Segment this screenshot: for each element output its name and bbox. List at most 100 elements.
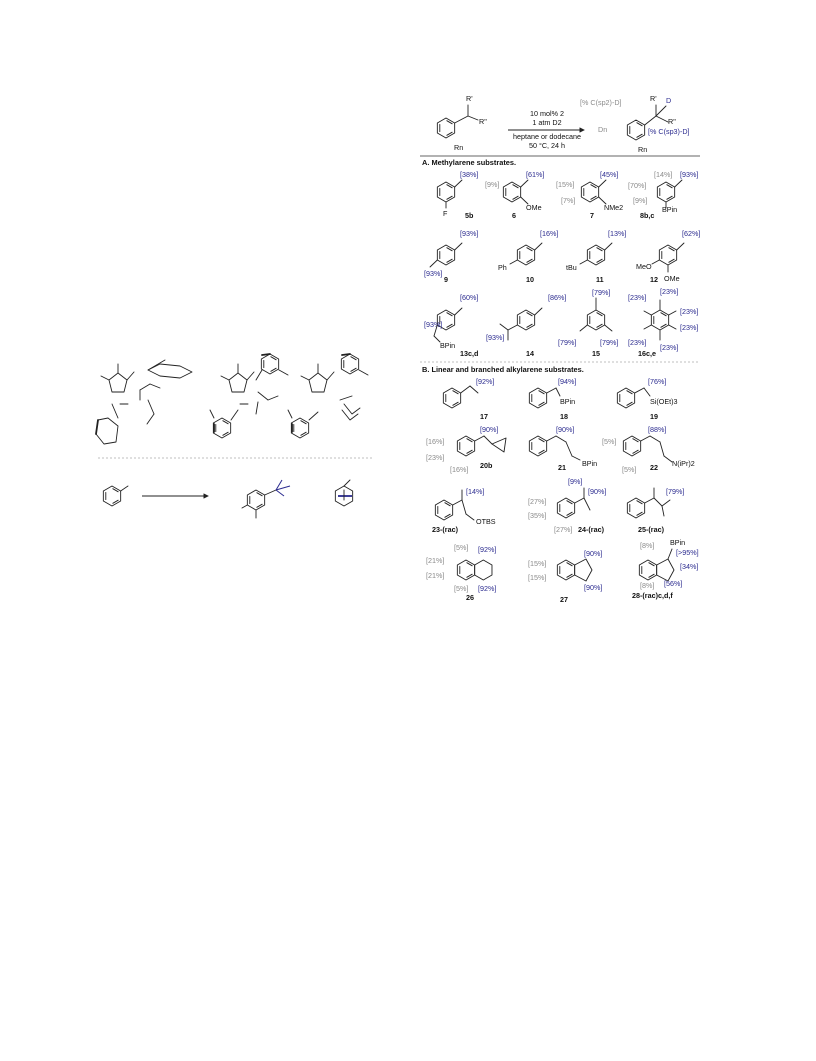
compound-13: [60%] [93%] BPin 13c,d xyxy=(424,293,478,358)
reaction-scheme: R' R" Rn 10 mol% 2 1 atm D2 heptane or d… xyxy=(436,94,690,154)
svg-text:OMe: OMe xyxy=(664,274,680,283)
svg-text:[23%]: [23%] xyxy=(426,453,444,462)
svg-text:27: 27 xyxy=(560,595,568,604)
svg-text:[23%]: [23%] xyxy=(660,343,678,352)
svg-text:[90%]: [90%] xyxy=(480,425,498,434)
condition-gas: 1 atm D2 xyxy=(532,118,561,127)
compound-18: [94%] BPin 18 xyxy=(528,377,576,421)
svg-text:[61%]: [61%] xyxy=(526,170,544,179)
svg-text:[90%]: [90%] xyxy=(556,425,574,434)
compound-11: [13%] tBu 11 xyxy=(566,229,626,284)
section-a-title: A. Methylarene substrates. xyxy=(422,158,516,167)
svg-text:[14%]: [14%] xyxy=(466,487,484,496)
compound-5: [38%] F 5b xyxy=(436,170,478,220)
svg-text:[93%]: [93%] xyxy=(424,269,442,278)
svg-text:[5%]: [5%] xyxy=(454,584,468,593)
svg-text:[79%]: [79%] xyxy=(666,487,684,496)
svg-text:[79%]: [79%] xyxy=(600,338,618,347)
catalyst-structure-1 xyxy=(95,359,193,445)
svg-text:[76%]: [76%] xyxy=(648,377,666,386)
compound-19: [76%] Si(OEt)3 19 xyxy=(616,377,678,421)
svg-text:NMe2: NMe2 xyxy=(604,203,623,212)
svg-text:MeO: MeO xyxy=(636,262,652,271)
svg-text:[92%]: [92%] xyxy=(476,377,494,386)
svg-text:[5%]: [5%] xyxy=(454,543,468,552)
compound-23: [14%] OTBS 23-(rac) xyxy=(432,487,496,534)
svg-text:[62%]: [62%] xyxy=(682,229,700,238)
svg-text:8b,c: 8b,c xyxy=(640,211,654,220)
svg-text:[35%]: [35%] xyxy=(528,511,546,520)
svg-text:[>95%]: [>95%] xyxy=(676,548,699,557)
condition-solvent: heptane or dodecane xyxy=(513,132,581,141)
product-structure: [% C(sp2)-D] R' D R" [% C(sp3)-D] Dn Rn xyxy=(580,94,690,154)
svg-text:17: 17 xyxy=(480,412,488,421)
compound-8: [14%] [93%] [70%] [9%] BPin 8b,c xyxy=(628,170,698,220)
compound-17: [92%] 17 xyxy=(442,377,494,421)
product-rn: Rn xyxy=(638,145,647,154)
svg-text:[90%]: [90%] xyxy=(584,549,602,558)
svg-text:BPin: BPin xyxy=(670,538,685,547)
svg-text:[88%]: [88%] xyxy=(648,425,666,434)
svg-text:[7%]: [7%] xyxy=(561,196,575,205)
svg-text:[93%]: [93%] xyxy=(680,170,698,179)
svg-text:[94%]: [94%] xyxy=(558,377,576,386)
svg-text:[5%]: [5%] xyxy=(602,437,616,446)
svg-text:24-(rac): 24-(rac) xyxy=(578,525,605,534)
compound-6: [61%] [9%] OMe 6 xyxy=(485,170,544,220)
compound-28: [8%] BPin [>95%] [34%] [8%] [56%] 28-(ra… xyxy=(632,538,699,600)
svg-text:[92%]: [92%] xyxy=(478,584,496,593)
svg-text:9: 9 xyxy=(444,275,448,284)
svg-text:26: 26 xyxy=(466,593,474,602)
product-sp3-label: [% C(sp3)-D] xyxy=(648,127,690,136)
svg-text:[70%]: [70%] xyxy=(628,181,646,190)
svg-text:[79%]: [79%] xyxy=(592,288,610,297)
compound-24: [9%] [90%] [27%] [35%] [27%] 24-(rac) xyxy=(528,477,606,534)
compound-7: [45%] [15%] [7%] NMe2 7 xyxy=(556,170,623,220)
substrate-rdprime: R" xyxy=(479,117,487,126)
svg-text:[23%]: [23%] xyxy=(660,287,678,296)
compound-14: [86%] [93%] 14 xyxy=(486,293,566,358)
compound-21: [90%] BPin 21 xyxy=(528,425,597,472)
svg-text:16c,e: 16c,e xyxy=(638,349,656,358)
svg-text:BPin: BPin xyxy=(662,205,677,214)
svg-text:12: 12 xyxy=(650,275,658,284)
svg-text:tBu: tBu xyxy=(566,263,577,272)
svg-text:[60%]: [60%] xyxy=(460,293,478,302)
svg-text:[90%]: [90%] xyxy=(588,487,606,496)
compound-15: [79%] [79%] [79%] 15 xyxy=(558,288,618,358)
svg-text:BPin: BPin xyxy=(560,397,575,406)
compound-26: [5%] [92%] [21%] [21%] [5%] [92%] 26 xyxy=(426,543,496,602)
substrate-structure: R' R" Rn xyxy=(436,94,487,152)
svg-text:[93%]: [93%] xyxy=(460,229,478,238)
compound-10: [16%] Ph 10 xyxy=(498,229,558,284)
product-d: D xyxy=(666,96,671,105)
tbu-arene-structure xyxy=(241,479,291,519)
svg-text:[45%]: [45%] xyxy=(600,170,618,179)
condition-catalyst: 10 mol% 2 xyxy=(530,109,564,118)
catalyst-structure-3 xyxy=(287,353,369,439)
svg-text:[27%]: [27%] xyxy=(554,525,572,534)
svg-text:19: 19 xyxy=(650,412,658,421)
svg-text:[15%]: [15%] xyxy=(528,559,546,568)
svg-text:[8%]: [8%] xyxy=(640,581,654,590)
svg-text:14: 14 xyxy=(526,349,534,358)
substrate-rn: Rn xyxy=(454,143,463,152)
svg-text:13c,d: 13c,d xyxy=(460,349,478,358)
compound-9: [93%] [93%] 9 xyxy=(424,229,478,284)
svg-text:15: 15 xyxy=(592,349,600,358)
substrate-rprime: R' xyxy=(466,94,473,103)
compound-22: [88%] [5%] [5%] N(iPr)2 22 xyxy=(602,425,695,474)
svg-text:[16%]: [16%] xyxy=(450,465,468,474)
svg-text:[86%]: [86%] xyxy=(548,293,566,302)
svg-text:Ph: Ph xyxy=(498,263,507,272)
svg-text:5b: 5b xyxy=(465,211,474,220)
svg-text:[93%]: [93%] xyxy=(424,320,442,329)
svg-text:10: 10 xyxy=(526,275,534,284)
svg-text:[9%]: [9%] xyxy=(633,196,647,205)
svg-text:[15%]: [15%] xyxy=(528,573,546,582)
svg-text:[8%]: [8%] xyxy=(640,541,654,550)
svg-text:7: 7 xyxy=(590,211,594,220)
methylcyclohexane-structure xyxy=(334,479,354,507)
svg-text:[23%]: [23%] xyxy=(680,307,698,316)
